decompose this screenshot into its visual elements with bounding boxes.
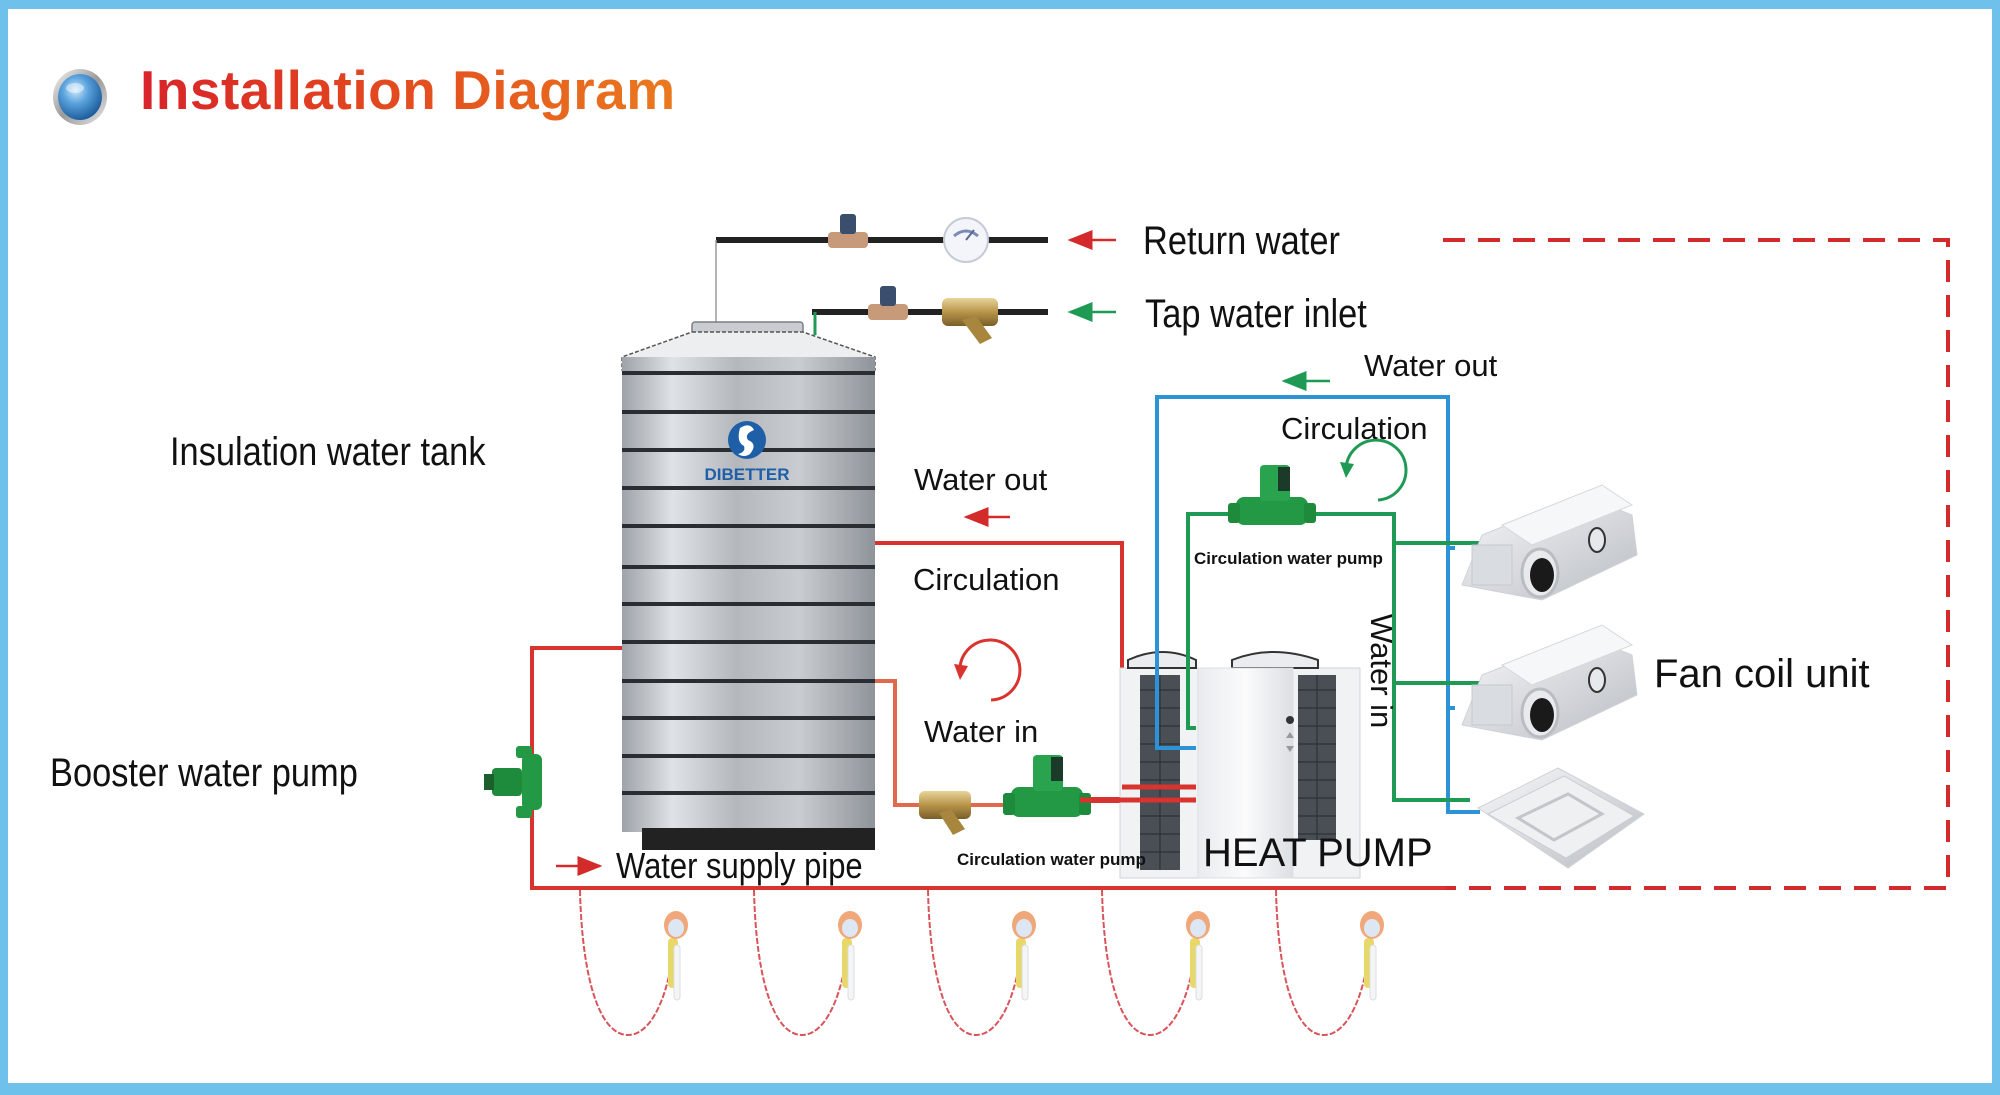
fan-coil-units [1461, 484, 1645, 869]
gate-valve-icon [868, 286, 908, 320]
shower-head-icon [927, 889, 1036, 1037]
shower-head-icon [1275, 889, 1384, 1037]
label-insulation-water-tank: Insulation water tank [170, 430, 486, 474]
label-fcu-water-out: Water out [1364, 348, 1498, 383]
circulation-arrow-icon [954, 638, 1022, 702]
pressure-gauge-icon [943, 217, 989, 263]
shower-branches [579, 889, 1384, 1037]
circulation-pump-icon [1003, 755, 1091, 817]
circulation-arrow-icon [1340, 438, 1408, 502]
y-strainer-icon [919, 791, 971, 835]
label-fcu-circulation-pump: Circulation water pump [1194, 549, 1383, 568]
tank-brand-logo-text: DIBETTER [705, 465, 790, 484]
label-tank-circulation: Circulation [913, 562, 1060, 597]
label-water-supply-pipe: Water supply pipe [616, 845, 863, 886]
y-strainer-icon [942, 298, 998, 344]
return-water-dashed-line [1443, 238, 1950, 890]
shower-head-icon [579, 889, 688, 1037]
page-title: Installation Diagram [140, 59, 676, 121]
label-tank-water-out: Water out [914, 462, 1048, 497]
globe-bullet-icon [53, 69, 107, 125]
tap-water-inlet-line [812, 309, 1048, 335]
fan-coil-icon [1461, 484, 1638, 601]
label-tank-circulation-pump: Circulation water pump [957, 850, 1146, 869]
label-tank-water-in: Water in [924, 714, 1039, 749]
return-water-line [715, 237, 1048, 323]
label-heat-pump: HEAT PUMP [1203, 831, 1433, 875]
label-fcu-circulation: Circulation [1281, 411, 1428, 446]
gate-valve-icon [828, 214, 868, 248]
label-booster-water-pump: Booster water pump [50, 751, 358, 795]
booster-pump-icon [484, 746, 542, 818]
label-tap-water-inlet: Tap water inlet [1145, 292, 1367, 336]
fcu-blue-return-pipe [1155, 395, 1480, 814]
heat-pump-icon [1119, 651, 1361, 879]
label-fan-coil-unit: Fan coil unit [1654, 652, 1870, 696]
shower-head-icon [753, 889, 862, 1037]
water-tank-icon [621, 321, 876, 850]
fan-coil-icon [1461, 624, 1638, 741]
shower-head-icon [1101, 889, 1210, 1037]
heat-pump-red-connections [1080, 784, 1196, 803]
circulation-pump-icon [1228, 465, 1316, 525]
label-return-water: Return water [1143, 219, 1340, 263]
cassette-unit-icon [1477, 767, 1645, 869]
label-fcu-water-in: Water in [1364, 614, 1399, 729]
